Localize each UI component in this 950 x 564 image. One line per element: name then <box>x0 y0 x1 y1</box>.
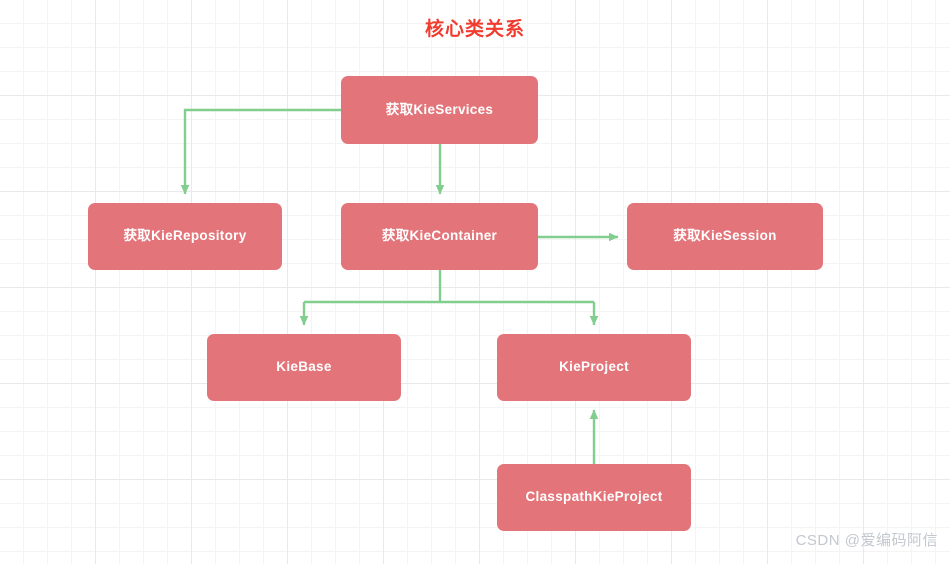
watermark: CSDN @爱编码阿信 <box>795 532 938 549</box>
node-kiebase[interactable]: KieBase <box>207 334 401 401</box>
node-kieservices[interactable]: 获取KieServices <box>341 76 538 144</box>
node-label: KieProject <box>559 359 629 375</box>
node-kiesession[interactable]: 获取KieSession <box>627 203 823 270</box>
node-classpathkieproject[interactable]: ClasspathKieProject <box>497 464 691 531</box>
node-label: 获取KieContainer <box>381 228 498 244</box>
page-title: 核心类关系 <box>424 19 525 40</box>
node-label: KieBase <box>276 359 332 375</box>
edge-kieservices-to-kierepository <box>180 108 341 195</box>
node-kieproject[interactable]: KieProject <box>497 334 691 401</box>
node-label: 获取KieRepository <box>123 228 247 244</box>
node-kiecontainer[interactable]: 获取KieContainer <box>341 203 538 270</box>
node-label: ClasspathKieProject <box>525 489 663 505</box>
node-label: 获取KieSession <box>673 228 777 244</box>
node-kierepository[interactable]: 获取KieRepository <box>88 203 282 270</box>
node-label: 获取KieServices <box>385 101 494 117</box>
